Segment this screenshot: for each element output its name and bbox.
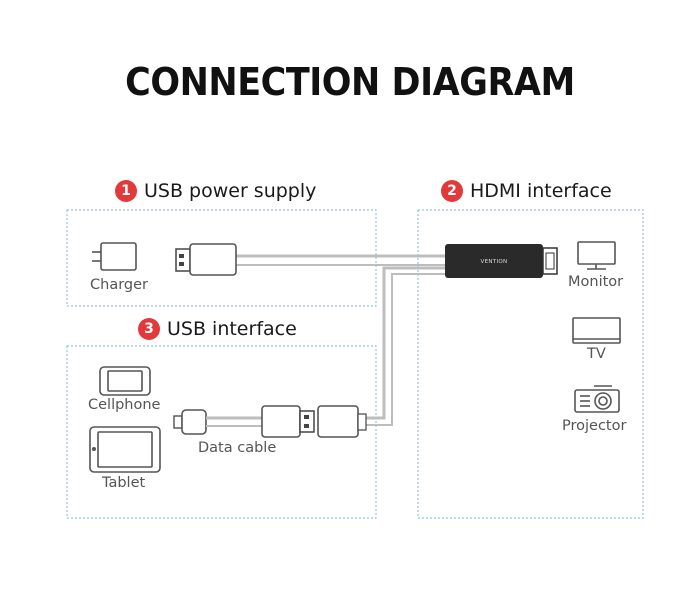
section-usb-power-title: 1 USB power supply bbox=[115, 180, 316, 202]
page-title: CONNECTION DIAGRAM bbox=[125, 60, 575, 104]
brand-label: VENTION bbox=[481, 259, 508, 265]
tv-icon bbox=[572, 317, 621, 344]
data-cable-label: Data cable bbox=[198, 440, 277, 456]
projector-label: Projector bbox=[562, 418, 627, 434]
section-hdmi-title: 2 HDMI interface bbox=[441, 180, 612, 202]
section-hdmi-label: HDMI interface bbox=[470, 180, 612, 202]
section-usb-interface-title: 3 USB interface bbox=[138, 318, 297, 340]
charger-icon bbox=[92, 242, 137, 271]
hdmi-adapter-icon: VENTION bbox=[445, 244, 558, 278]
monitor-label: Monitor bbox=[568, 274, 624, 290]
usb-a-plug-power bbox=[175, 243, 237, 276]
cellphone-label: Cellphone bbox=[88, 397, 161, 413]
cables bbox=[234, 254, 447, 426]
usb-cable-vertical-2 bbox=[357, 273, 446, 426]
number-badge-3: 3 bbox=[138, 318, 160, 340]
tablet-label: Tablet bbox=[102, 475, 146, 491]
section-usb-power-label: USB power supply bbox=[144, 180, 317, 202]
hdmi-box bbox=[417, 209, 644, 519]
monitor-icon bbox=[577, 241, 616, 270]
usb-cable-vertical bbox=[356, 266, 447, 420]
charger-label: Charger bbox=[90, 277, 148, 293]
data-cable-icon bbox=[173, 405, 315, 438]
cellphone-icon bbox=[99, 366, 151, 396]
tv-label: TV bbox=[587, 346, 606, 362]
usb-interface-box bbox=[66, 345, 377, 519]
tablet-icon bbox=[89, 426, 161, 473]
number-badge-2: 2 bbox=[441, 180, 463, 202]
section-usb-interface-label: USB interface bbox=[167, 318, 297, 340]
projector-icon bbox=[574, 385, 620, 413]
usb-power-box bbox=[66, 209, 377, 307]
number-badge-1: 1 bbox=[115, 180, 137, 202]
usb-receptacle-icon bbox=[317, 405, 367, 438]
